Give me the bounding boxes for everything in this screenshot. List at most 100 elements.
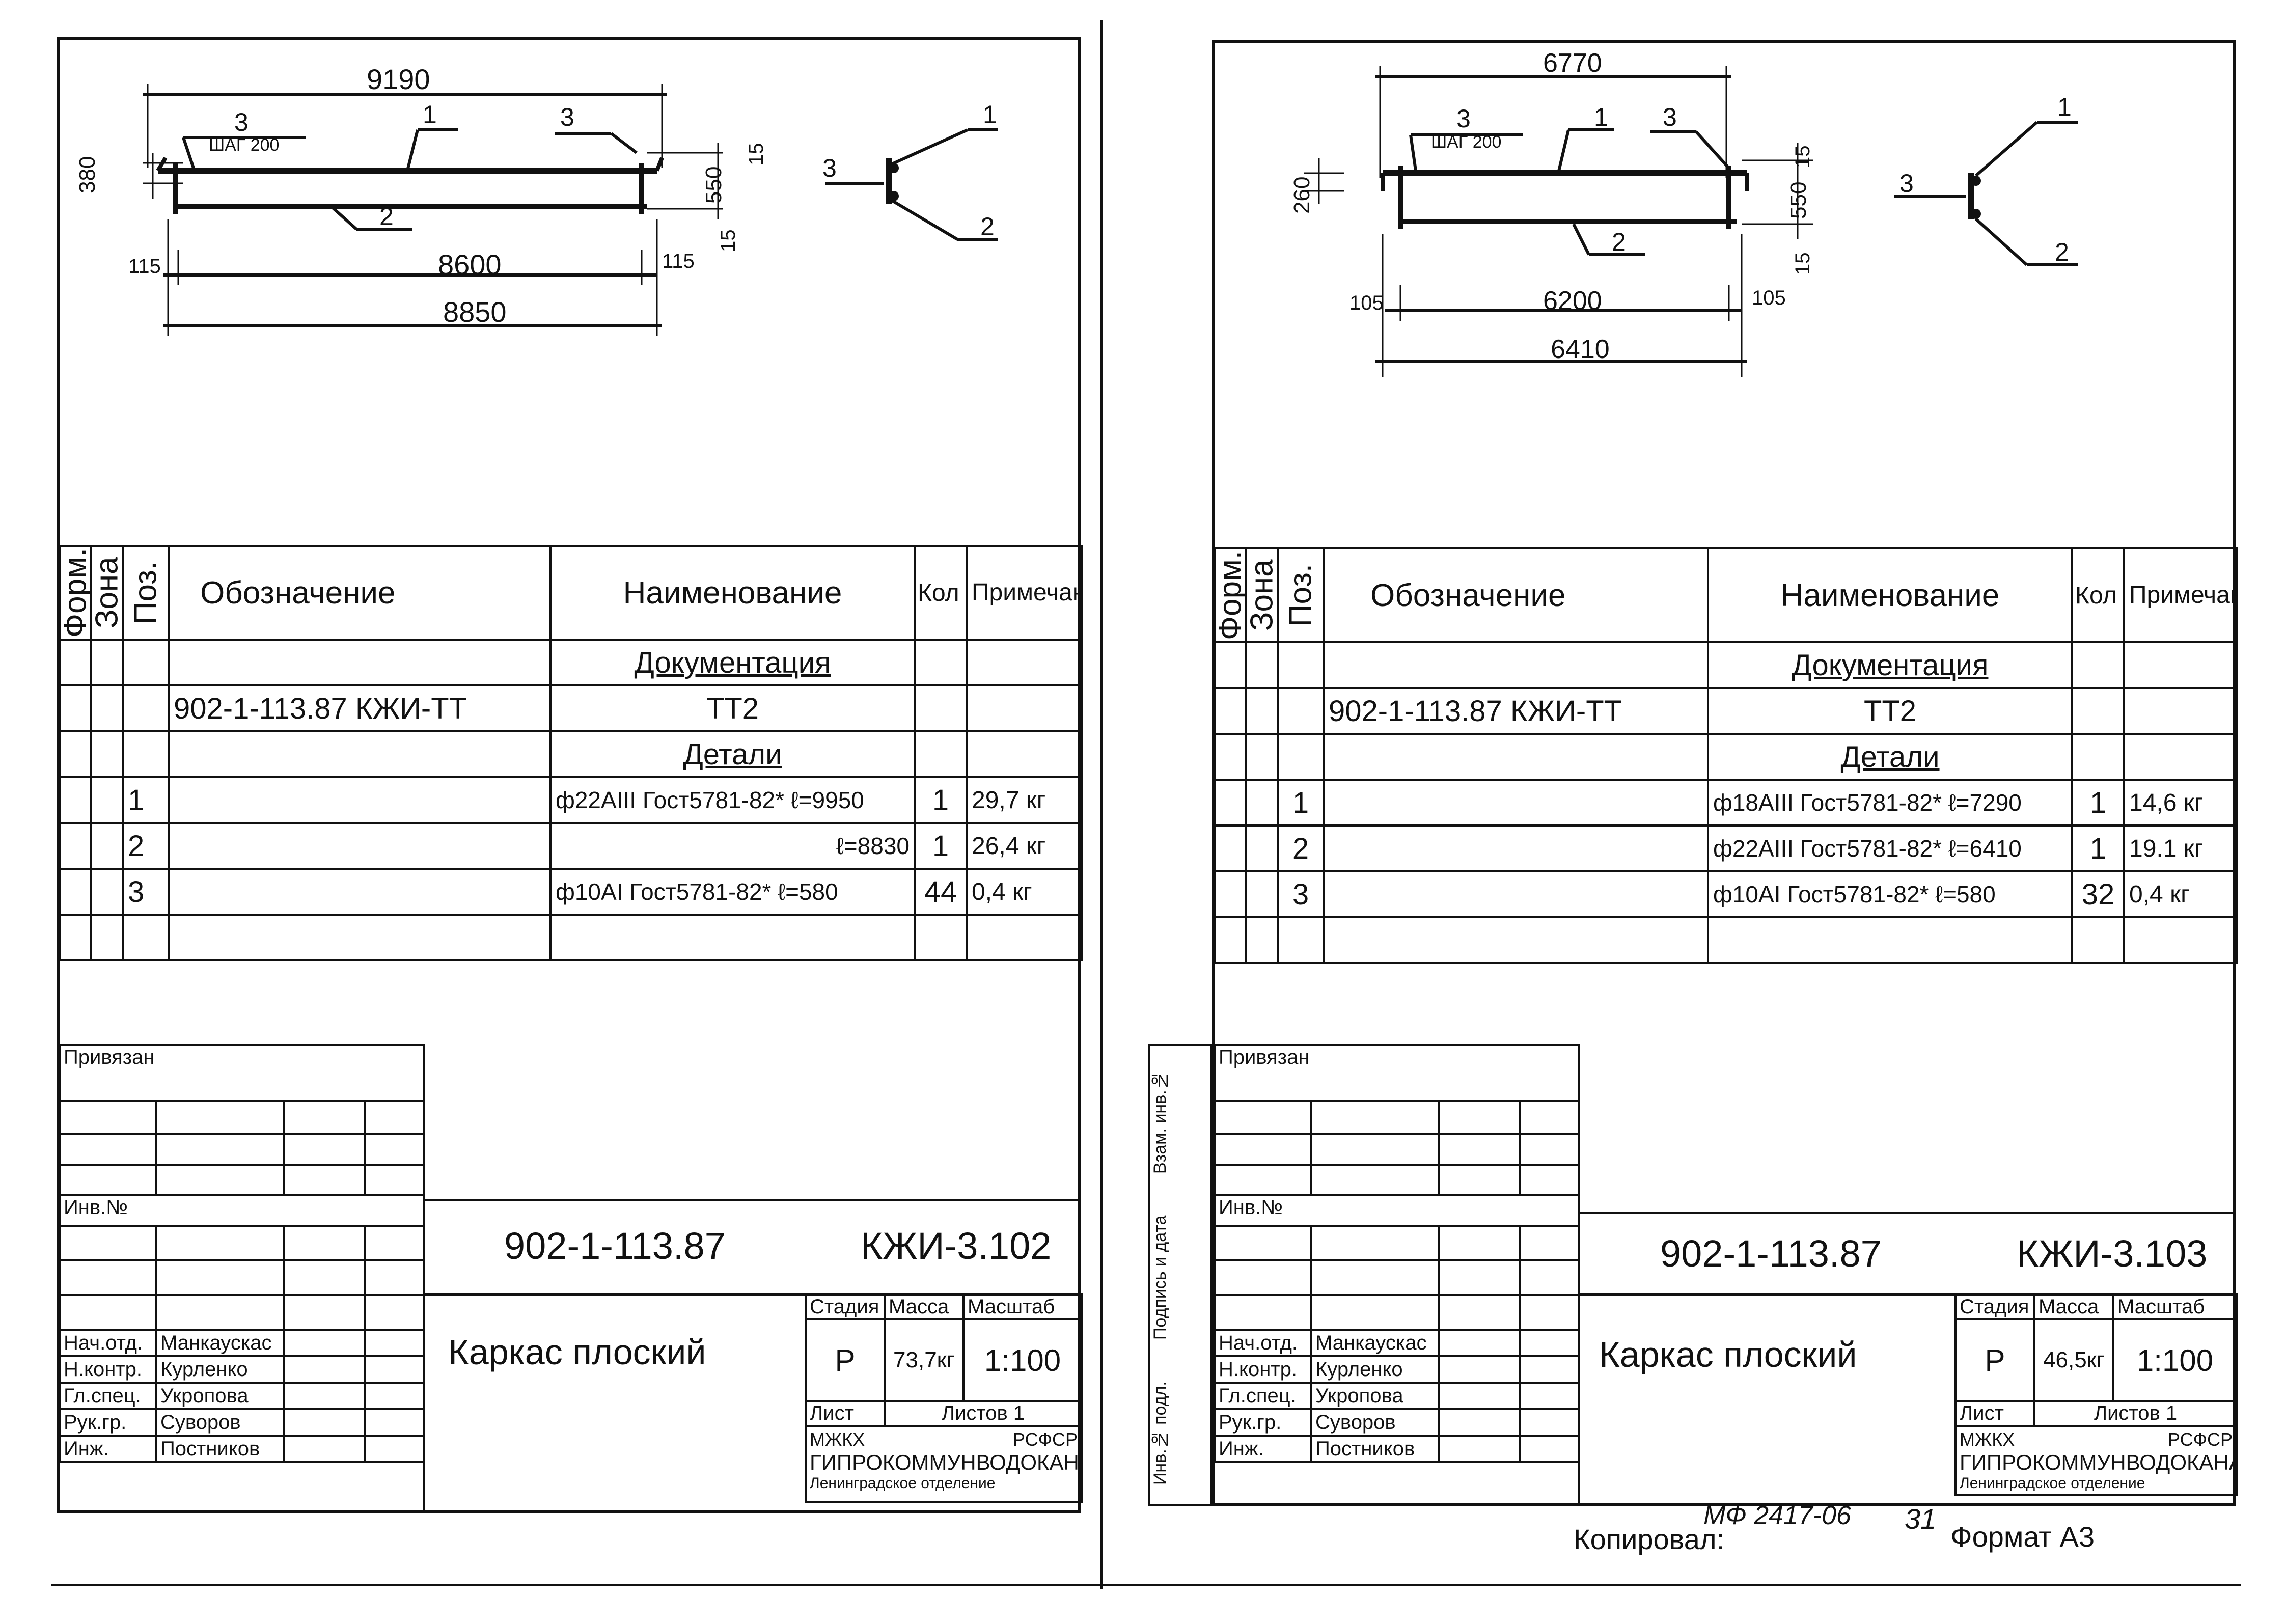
bar-label-2: 2 [379, 202, 394, 231]
col-note: Примечание [2123, 547, 2238, 643]
sheet-code: КЖИ-3.103 [2017, 1232, 2208, 1275]
role: Инж. [59, 1435, 157, 1463]
side-strip: Инв.№ подл. Подпись и дата Взам. инв.№ [1148, 1044, 1212, 1506]
inventory-label: Инв.№ [1213, 1194, 1580, 1227]
row-note: 26,4 кг [966, 822, 1083, 870]
row-qty: 1 [914, 822, 968, 870]
section-label-3: 3 [822, 154, 837, 182]
copy-number: МФ 2417-06 [1703, 1501, 1851, 1530]
col-name: Наименование [1707, 547, 2073, 643]
spec-row: 3 ф10АI Гост5781-82* ℓ=580 44 0,4 кг [59, 868, 1083, 916]
mass-value: 73,7кг [884, 1318, 965, 1402]
drawing-title: Каркас плоский [448, 1332, 706, 1372]
section-docs: Документация [1707, 641, 2073, 689]
signature [1438, 1408, 1521, 1437]
bar-label-3a: 3 [234, 108, 249, 136]
scale-label: Масштаб [962, 1293, 1083, 1320]
section-parts: Детали [1707, 733, 2073, 781]
section-label-2: 2 [980, 212, 995, 241]
org-institute: ГИПРОКОММУНВОДОКАНАЛ [1960, 1450, 2237, 1474]
signature [283, 1408, 366, 1437]
bar-label-3a: 3 [1456, 104, 1471, 133]
spec-row: 2 ф22АIII Гост5781-82* ℓ=6410 1 19.1 кг [1214, 824, 2238, 872]
row-qty: 32 [2071, 870, 2125, 918]
spec-row: 2 ℓ=8830 1 26,4 кг [59, 822, 1083, 870]
role: Рук.гр. [59, 1408, 157, 1437]
row-pos: 3 [1277, 870, 1325, 918]
end-right-dim: 115 [662, 250, 695, 272]
role: Н.контр. [1214, 1355, 1312, 1384]
col-pos: Поз. [1278, 548, 1324, 642]
section-label-1: 1 [983, 100, 997, 129]
signature [1438, 1435, 1521, 1463]
signature [283, 1355, 366, 1384]
section-label-1: 1 [2057, 93, 2072, 121]
end-left-dim: 105 [1349, 292, 1384, 314]
row-name: ℓ=8830 [549, 822, 916, 870]
spec-row: 3 ф10АI Гост5781-82* ℓ=580 32 0,4 кг [1214, 870, 2238, 918]
left-frame-drawing [143, 84, 998, 336]
doc-code: 902-1-113.87 КЖИ-ТТ [1323, 687, 1709, 735]
outer-length-dim: 8850 [443, 296, 507, 328]
role: Нач.отд. [59, 1329, 157, 1357]
row-qty: 1 [2071, 779, 2125, 827]
outer-length-dim: 6410 [1551, 335, 1610, 364]
end-left-dim: 115 [128, 255, 161, 278]
row-qty: 1 [2071, 824, 2125, 872]
section-label-3: 3 [1899, 169, 1914, 198]
overall-length-dim: 6770 [1543, 48, 1602, 78]
signer: Курленко [155, 1355, 285, 1384]
role: Гл.спец. [1214, 1382, 1312, 1410]
side-label-signature-date: Подпись и дата [1150, 1215, 1170, 1340]
bar-label-1: 1 [423, 100, 437, 129]
row-note: 0,4 кг [2123, 870, 2238, 918]
inner-length-dim: 6200 [1543, 286, 1602, 316]
signature [283, 1329, 366, 1357]
signer: Курленко [1310, 1355, 1440, 1384]
side-label-original-inv: Инв.№ подл. [1150, 1381, 1170, 1485]
inventory-label: Инв.№ [58, 1194, 425, 1227]
signer: Суворов [155, 1408, 285, 1437]
signer: Укропова [1310, 1382, 1440, 1410]
col-qty: Кол [914, 545, 968, 641]
col-form: Форм. [60, 546, 91, 640]
format-label: Формат А3 [1950, 1521, 2095, 1553]
row-pos: 3 [122, 868, 170, 916]
binding-label: Привязан [58, 1044, 425, 1101]
pitch-label: ШАГ 200 [209, 135, 280, 155]
overall-length-dim: 9190 [367, 63, 430, 95]
row-name: ф10АI Гост5781-82* ℓ=580 [549, 868, 916, 916]
signer: Суворов [1310, 1408, 1440, 1437]
org-branch: Ленинградское отделение [1960, 1475, 2145, 1492]
signature [1438, 1382, 1521, 1410]
role: Гл.спец. [59, 1382, 157, 1410]
right-stamp-frame [1578, 1212, 2236, 1506]
left-signature-table: Нач.отд.Манкаускас Н.контр.Курленко Гл.с… [59, 1225, 425, 1463]
side-label-replace-inv: Взам. инв.№ [1150, 1070, 1170, 1174]
left-spec-table: Форм. Зона Поз. Обозначение Наименование… [59, 545, 1083, 961]
row-pos: 1 [122, 776, 170, 824]
left-stamp-frame [423, 1199, 1081, 1513]
left-stage-table: Стадия Масса Масштаб Р 73,7кг 1:100 Лист… [805, 1293, 1083, 1503]
bottom-offset-dim: 15 [1792, 252, 1814, 276]
bar-label-3b: 3 [560, 103, 574, 131]
section-docs: Документация [549, 639, 916, 686]
col-qty: Кол [2071, 547, 2125, 643]
scale-label: Масштаб [2112, 1293, 2238, 1320]
sheets-count: Листов 1 [2033, 1400, 2238, 1427]
scale-value: 1:100 [962, 1318, 1083, 1402]
project-code: 902-1-113.87 [1660, 1232, 1882, 1275]
row-name: ф22АIII Гост5781-82* ℓ=6410 [1707, 824, 2073, 872]
height-right-dim: 550 [1786, 181, 1811, 219]
row-name: ф22АIII Гост5781-82* ℓ=9950 [549, 776, 916, 824]
sheet-label: Лист [805, 1400, 886, 1427]
section-label-2: 2 [2055, 238, 2069, 266]
org-branch: Ленинградское отделение [810, 1475, 996, 1492]
right-signature-table: Нач.отд.Манкаускас Н.контр.Курленко Гл.с… [1214, 1225, 1580, 1463]
doc-name: ТТ2 [549, 684, 916, 732]
scale-value: 1:100 [2112, 1318, 2238, 1402]
org-republic: РСФСР [1013, 1429, 1078, 1450]
stage-value: Р [805, 1318, 886, 1402]
